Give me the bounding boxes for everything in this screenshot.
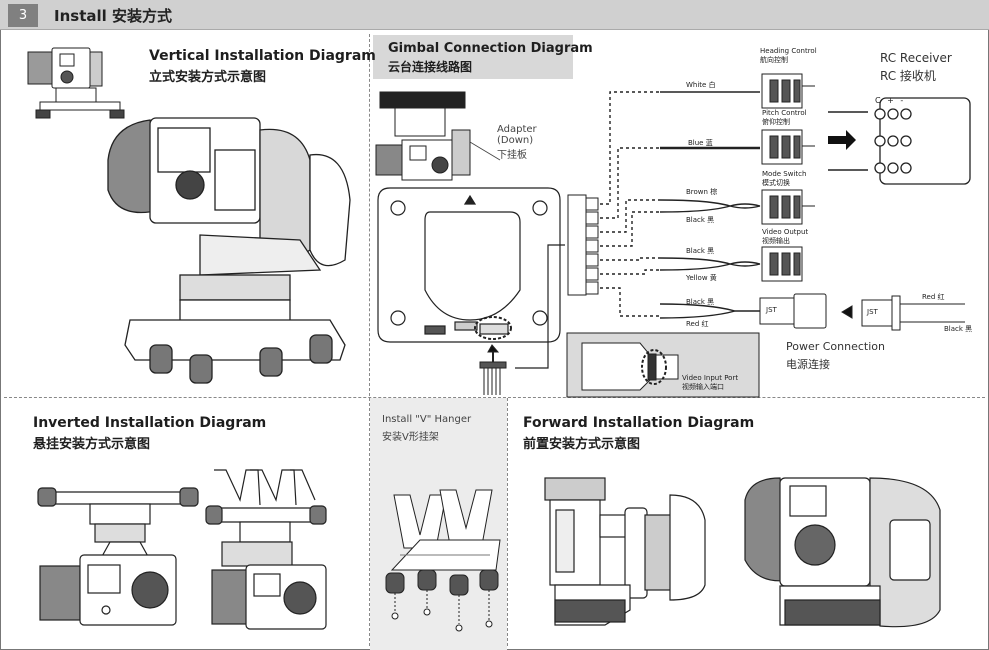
wire-black3-label: Black 黑 xyxy=(686,298,715,306)
power-connection-label: Power Connection 电源连接 xyxy=(786,340,885,372)
vertical-thumbnail-icon xyxy=(27,47,125,119)
inverted-title-cn: 悬挂安装方式示意图 xyxy=(33,437,151,452)
mode-switch-en: Mode Switch xyxy=(762,170,807,178)
wire-red-label: Red 红 xyxy=(686,320,709,328)
hanger-title-en: Install "V" Hanger xyxy=(382,414,472,425)
rc-receiver-en: RC Receiver xyxy=(880,51,952,65)
rc-receiver-label: RC Receiver RC 接收机 xyxy=(880,51,952,84)
adapter-label-en: Adapter xyxy=(497,124,537,135)
heading-control-cn: 航向控制 xyxy=(760,56,788,64)
wire-brown-label: Brown 棕 xyxy=(686,188,718,196)
power-black-label: Black 黑 xyxy=(944,325,973,333)
arrow-to-receiver xyxy=(828,130,856,150)
servo-connectors xyxy=(759,73,827,329)
inverted-gimbal-illustration xyxy=(37,487,199,626)
inverted-vhanger-illustration xyxy=(205,469,327,630)
receiver-leads xyxy=(802,85,868,207)
gimbal-title: Gimbal Connection Diagram 云台连接线路图 xyxy=(388,41,593,75)
forward-perspective-illustration xyxy=(744,477,941,628)
signal-wires xyxy=(600,91,660,317)
wire-black2-label: Black 黑 xyxy=(686,247,715,255)
video-input-port-cn: 视频输入端口 xyxy=(682,383,724,391)
rc-pin-labels: C + - xyxy=(875,96,906,105)
rc-receiver-cn: RC 接收机 xyxy=(880,69,936,83)
solid-wires xyxy=(659,91,761,319)
adapter-label-down: (Down) xyxy=(497,135,534,146)
controller-connector-block xyxy=(567,194,599,296)
pitch-control-cn: 俯仰控制 xyxy=(762,118,790,126)
gimbal-camera-illustration xyxy=(375,91,471,181)
power-red-label: Red 红 xyxy=(922,293,945,301)
divider-vertical-bottom-left xyxy=(369,398,370,646)
power-connection-cn: 电源连接 xyxy=(786,358,830,371)
vertical-gimbal-illustration xyxy=(107,117,351,384)
video-output-cn: 视频输出 xyxy=(762,237,790,245)
vertical-title-en: Vertical Installation Diagram xyxy=(149,48,376,64)
wire-black1-label: Black 黑 xyxy=(686,216,715,224)
ribbon-cable xyxy=(479,344,507,395)
video-input-port-label: Video Input Port 视频输入端口 xyxy=(682,374,738,392)
gimbal-title-background xyxy=(373,35,573,79)
wire-blue-label: Blue 蓝 xyxy=(688,139,713,147)
gimbal-title-en: Gimbal Connection Diagram xyxy=(388,41,593,56)
heading-control-en: Heading Control xyxy=(760,47,817,55)
adapter-label: Adapter (Down) 下挂板 xyxy=(497,124,537,161)
divider-vertical-top xyxy=(369,34,370,396)
mode-switch-label: Mode Switch 模式切换 xyxy=(762,170,806,188)
vertical-title-cn: 立式安装方式示意图 xyxy=(149,70,267,85)
step-number: 3 xyxy=(8,4,38,27)
divider-vertical-bottom-right xyxy=(507,398,508,646)
video-output-en: Video Output xyxy=(762,228,809,236)
divider-horizontal xyxy=(4,397,985,398)
adapter-label-cn: 下挂板 xyxy=(497,150,527,161)
gimbal-title-cn: 云台连接线路图 xyxy=(388,60,473,74)
forward-side-illustration xyxy=(544,477,706,626)
forward-title: Forward Installation Diagram 前置安装方式示意图 xyxy=(523,415,754,452)
pitch-control-en: Pitch Control xyxy=(762,109,807,117)
inverted-title-en: Inverted Installation Diagram xyxy=(33,415,267,431)
power-jst-label: JST xyxy=(867,308,878,316)
power-connection-en: Power Connection xyxy=(786,340,885,353)
mode-switch-cn: 模式切换 xyxy=(762,179,790,187)
power-connector-illustration xyxy=(841,295,965,331)
video-input-port-en: Video Input Port xyxy=(682,374,739,382)
section-header: 3 Install 安装方式 xyxy=(0,0,989,30)
hanger-title-cn: 安装V形挂架 xyxy=(382,432,439,443)
hanger-title: Install "V" Hanger 安装V形挂架 xyxy=(382,414,471,443)
section-title: Install 安装方式 xyxy=(54,7,172,25)
video-jst-label: JST xyxy=(766,306,777,314)
inverted-title: Inverted Installation Diagram 悬挂安装方式示意图 xyxy=(33,415,266,452)
pitch-control-label: Pitch Control 俯仰控制 xyxy=(762,109,807,127)
adapter-plate-illustration xyxy=(377,187,561,343)
video-output-label: Video Output 视频输出 xyxy=(762,228,808,246)
forward-title-en: Forward Installation Diagram xyxy=(523,415,755,431)
wire-white-label: White 白 xyxy=(686,81,716,89)
heading-control-label: Heading Control 航向控制 xyxy=(760,47,817,65)
wire-yellow-label: Yellow 黄 xyxy=(686,274,717,282)
vertical-title: Vertical Installation Diagram 立式安装方式示意图 xyxy=(149,48,376,85)
rc-receiver-illustration xyxy=(874,97,971,185)
video-input-port-illustration xyxy=(566,332,760,398)
forward-title-cn: 前置安装方式示意图 xyxy=(523,437,641,452)
vhanger-exploded-illustration xyxy=(385,489,501,632)
